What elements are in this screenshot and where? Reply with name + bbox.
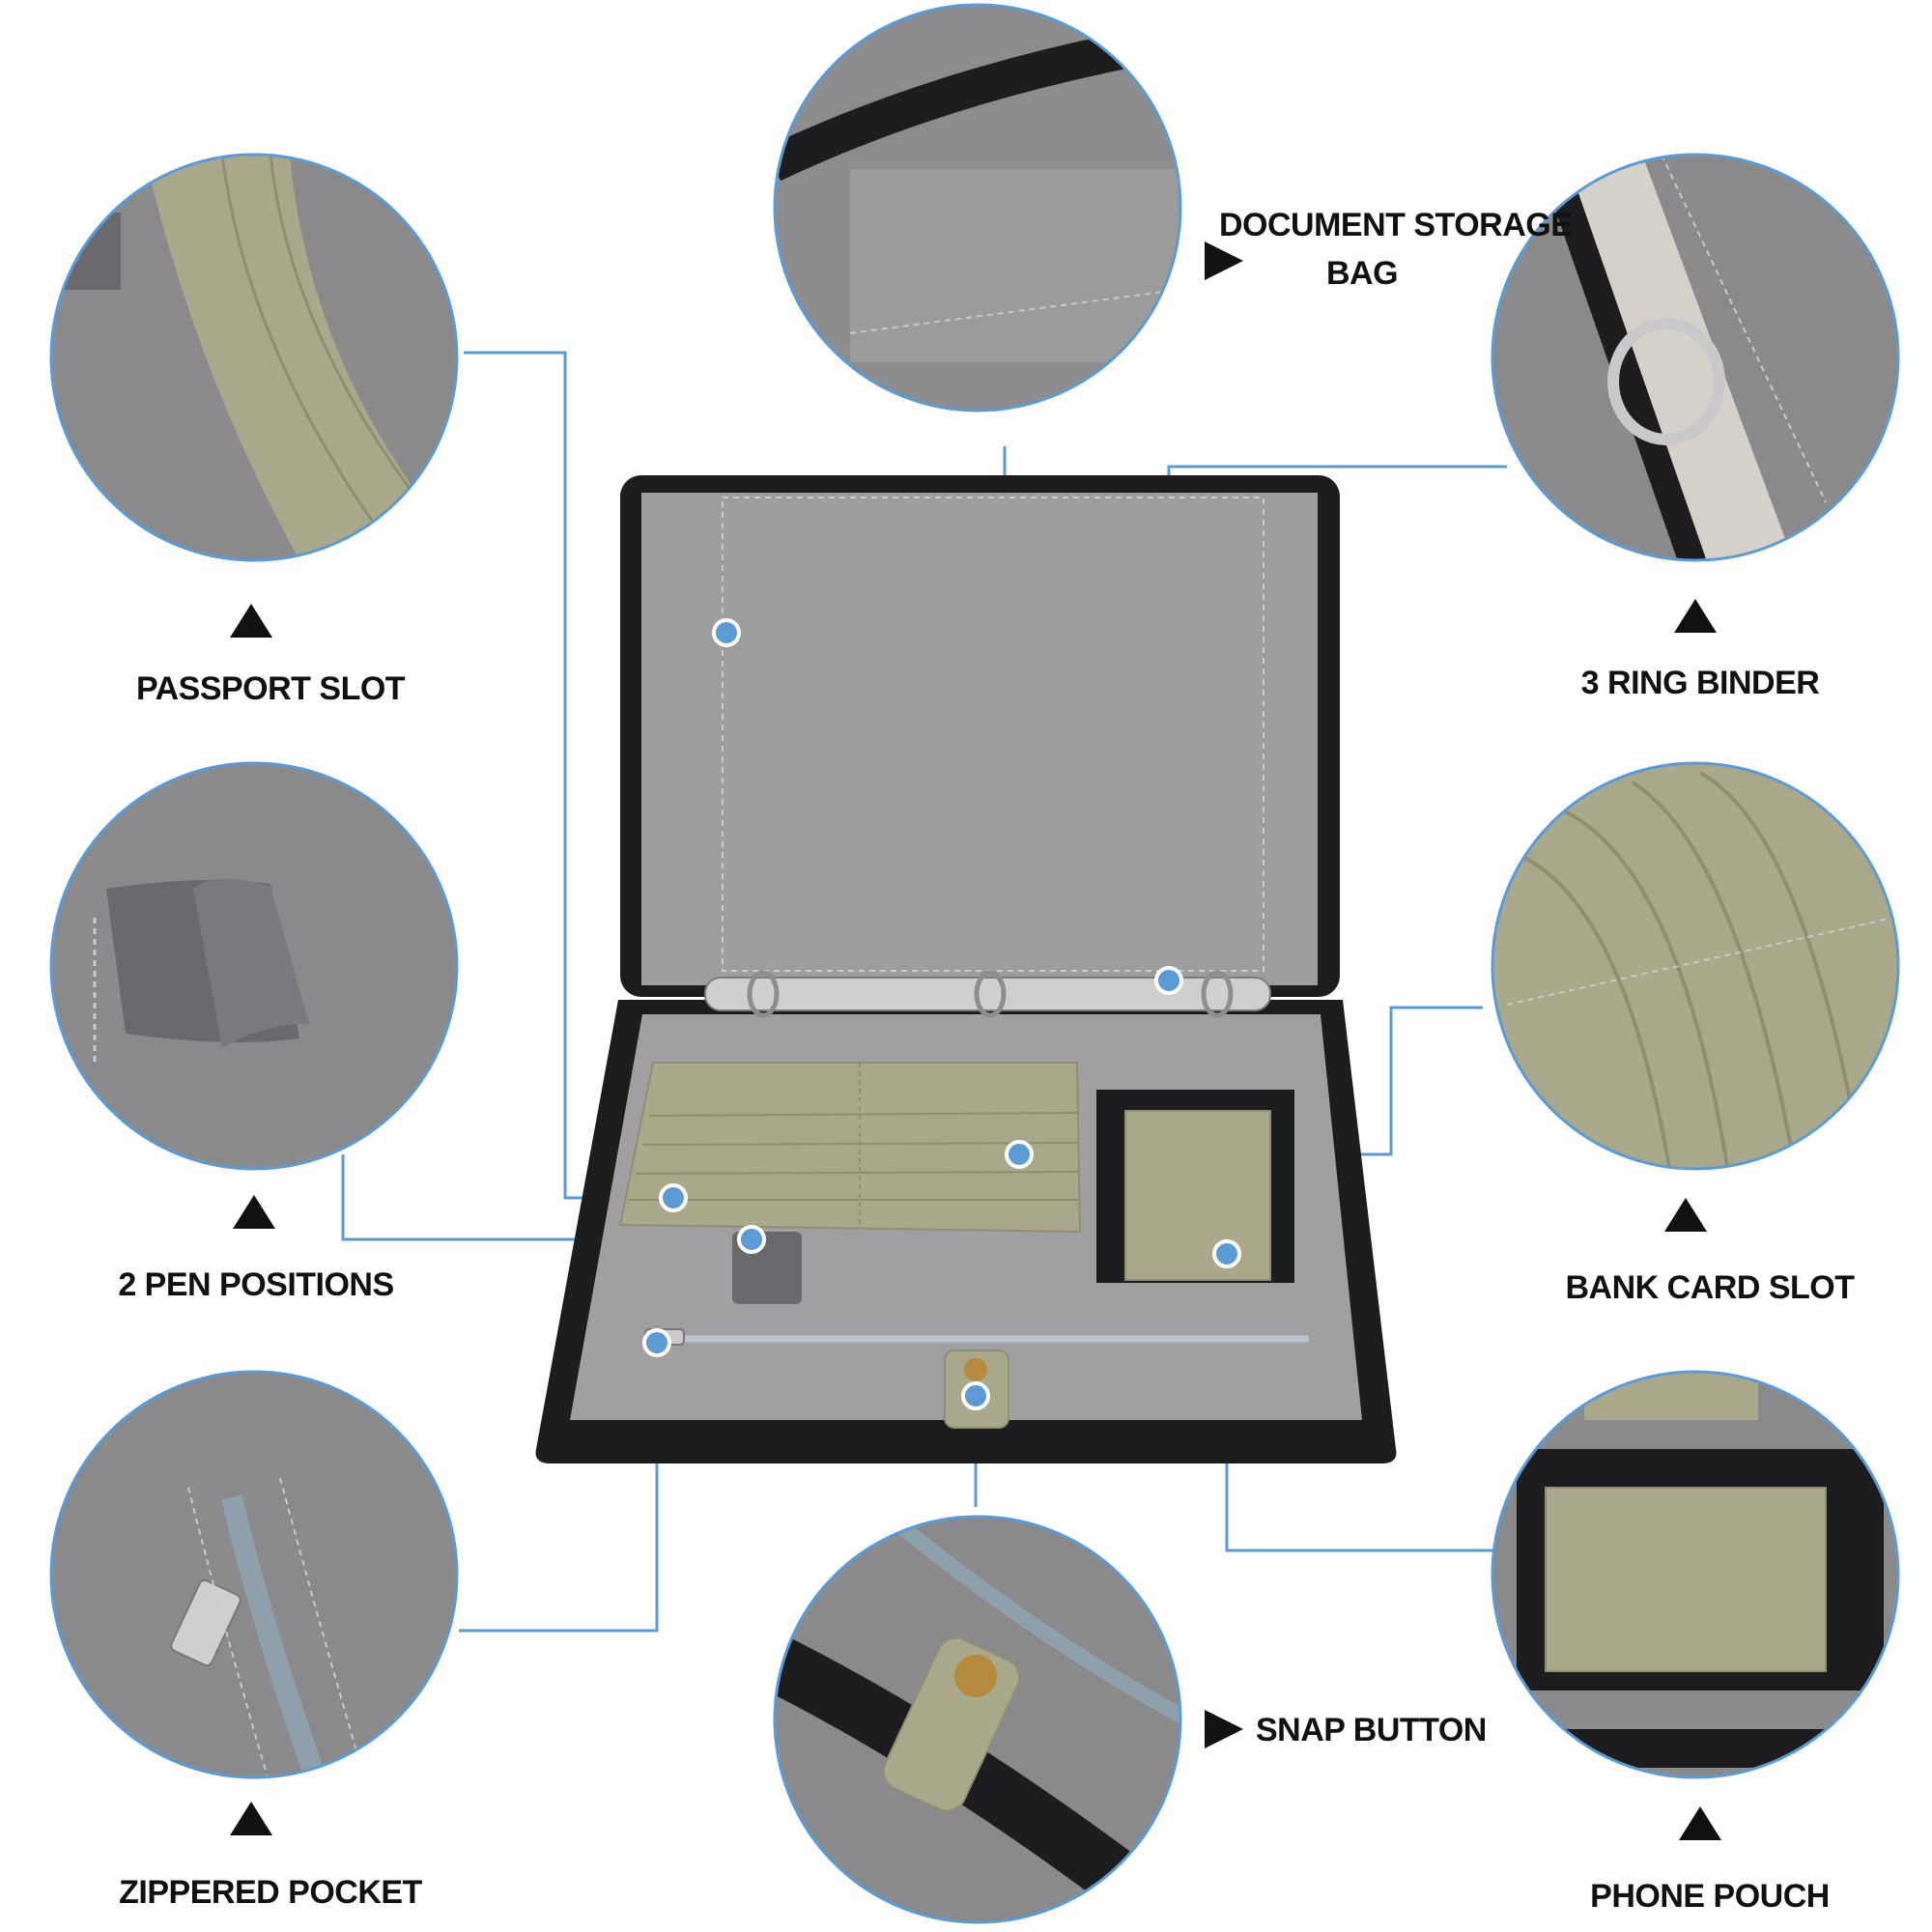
dot-pen-positions xyxy=(737,1225,766,1254)
folder-top-panel xyxy=(641,493,1318,985)
triangle-up-ring xyxy=(1674,599,1717,633)
detail-circle-snap-button xyxy=(773,1515,1182,1924)
folder xyxy=(535,475,1397,1463)
detail-circle-document-storage xyxy=(773,3,1182,412)
card-slot-panel xyxy=(618,1062,1082,1234)
snap-stud xyxy=(964,1358,987,1381)
label-passport-slot: PASSPORT SLOT xyxy=(135,670,406,707)
label-document-storage-line1: DOCUMENT STORAGE xyxy=(1219,207,1573,243)
label-snap-button: SNAP BUTTON xyxy=(1256,1712,1487,1748)
detail-circle-pen-positions xyxy=(49,761,459,1171)
dot-phone-pouch xyxy=(1212,1239,1241,1268)
binder-ring-3 xyxy=(1201,970,1234,1018)
triangle-up-pen xyxy=(233,1195,275,1229)
detail-circle-phone-pouch xyxy=(1491,1370,1900,1779)
triangle-up-zip xyxy=(230,1802,272,1835)
document-storage-stitch xyxy=(722,497,1264,972)
binder-ring-2 xyxy=(974,970,1007,1018)
triangle-up-passport xyxy=(230,604,272,638)
detail-circle-zippered-pocket xyxy=(49,1370,459,1779)
dot-zippered-pocket xyxy=(642,1328,671,1357)
binder-bar xyxy=(704,977,1271,1011)
dot-bank-card xyxy=(1005,1140,1034,1169)
triangle-up-phone xyxy=(1679,1806,1721,1840)
label-bank-card-slot: BANK CARD SLOT xyxy=(1565,1269,1855,1306)
dot-passport-slot xyxy=(659,1183,688,1212)
label-document-storage-line2: BAG xyxy=(1325,255,1399,292)
label-pen-positions: 2 PEN POSITIONS xyxy=(118,1266,394,1303)
pointer-triangles xyxy=(230,242,1721,1840)
label-ring-binder: 3 RING BINDER xyxy=(1580,665,1820,701)
marker-dots xyxy=(642,618,1241,1410)
detail-circle-passport-slot xyxy=(49,153,459,562)
dot-ring-binder xyxy=(1154,966,1183,995)
dot-snap-button xyxy=(961,1381,990,1410)
label-phone-pouch: PHONE POUCH xyxy=(1590,1878,1830,1915)
triangle-up-bank xyxy=(1664,1198,1707,1232)
label-zippered-pocket: ZIPPERED POCKET xyxy=(119,1874,422,1911)
triangle-right-snap xyxy=(1205,1710,1243,1748)
triangle-right-document xyxy=(1205,242,1243,280)
detail-circle-ring-binder xyxy=(1491,153,1900,562)
binder-ring-1 xyxy=(747,970,780,1018)
detail-circle-bank-card xyxy=(1491,761,1900,1171)
phone-pouch-leather xyxy=(1124,1110,1271,1281)
dot-document-storage xyxy=(712,618,741,647)
